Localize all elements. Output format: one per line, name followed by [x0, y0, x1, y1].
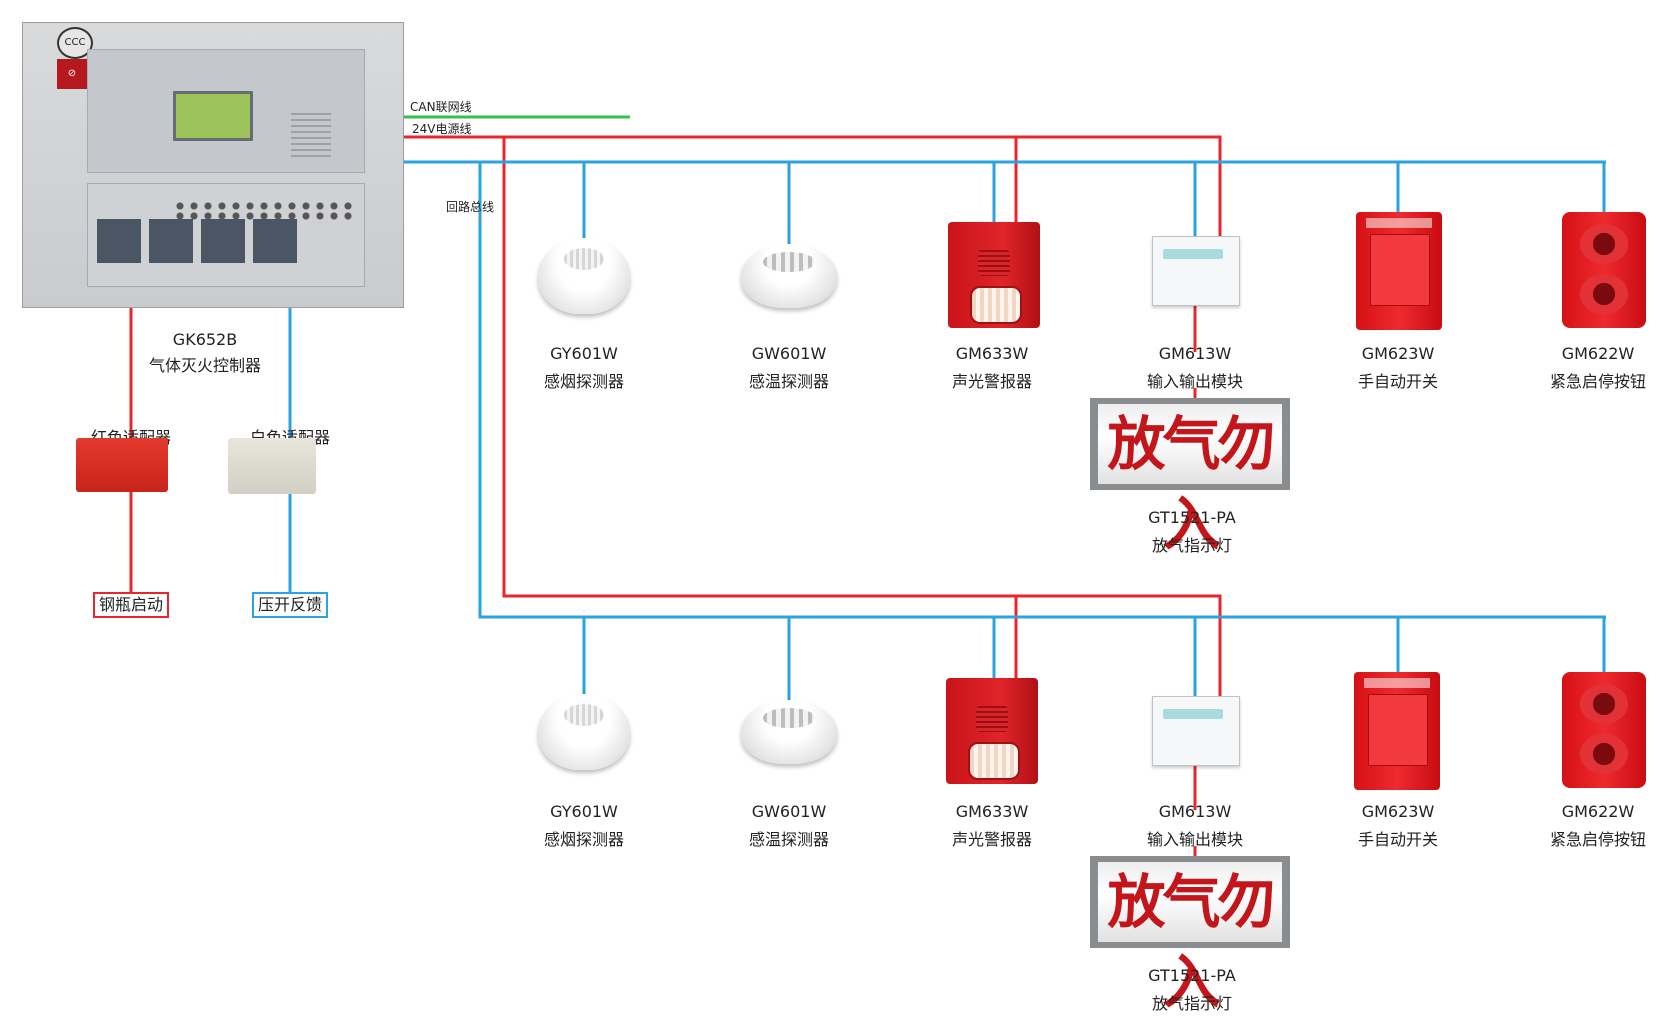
device-name: 手自动开关	[1357, 372, 1439, 391]
device-name: 紧急启停按钮	[1549, 372, 1647, 391]
loop-bus-bottom	[478, 162, 1606, 619]
manual-auto-switch-icon	[1354, 672, 1440, 790]
strobe-alarm-icon	[946, 678, 1038, 784]
device-model: GM633W	[955, 802, 1029, 821]
device-name: 输入输出模块	[1146, 372, 1244, 391]
device-model: GW601W	[751, 344, 827, 363]
indicator-name: 放气指示灯	[1151, 536, 1233, 555]
zone-panel-2	[149, 219, 193, 263]
indicator-name: 放气指示灯	[1151, 994, 1233, 1013]
power-line-main	[404, 135, 1222, 250]
device-name: 声光警报器	[951, 372, 1033, 391]
device-name: 感烟探测器	[543, 372, 625, 391]
power-line-to-bottom	[502, 137, 1222, 702]
device-model: GY601W	[550, 802, 618, 821]
strobe-alarm-icon	[948, 222, 1040, 328]
panel-lcd-screen	[173, 91, 253, 141]
indicator-model: GT1521-PA	[1148, 966, 1236, 985]
pressure-feedback-output: 压开反馈	[251, 592, 329, 618]
sign-text: 放气勿入	[1098, 404, 1282, 558]
power-line-label: 24V电源线	[412, 122, 472, 136]
speaker-grille	[291, 113, 331, 161]
ccc-logo: CCC	[57, 27, 93, 59]
zone-panel-3	[201, 219, 245, 263]
heat-detector-icon	[741, 700, 837, 764]
device-model: GM613W	[1158, 802, 1232, 821]
zone-panel-4	[253, 219, 297, 263]
device-name: 紧急启停按钮	[1549, 830, 1647, 849]
loop-line-label: 回路总线	[446, 200, 495, 214]
device-model: GM623W	[1361, 344, 1435, 363]
fire-tag-icon: ⊘	[57, 59, 87, 89]
device-model: GM622W	[1561, 802, 1635, 821]
gas-release-sign: 放气勿入	[1090, 856, 1290, 1016]
manual-auto-switch-icon	[1356, 212, 1442, 330]
red-adapter-icon	[76, 438, 168, 492]
device-model: GY601W	[550, 344, 618, 363]
device-name: 感温探测器	[748, 830, 830, 849]
controller-model: GK652B	[172, 330, 238, 349]
device-name: 声光警报器	[951, 830, 1033, 849]
device-name: 感烟探测器	[543, 830, 625, 849]
cylinder-start-output: 钢瓶启动	[92, 592, 170, 618]
smoke-detector-icon	[538, 694, 630, 770]
controller-panel: CCC ⊘ G6	[22, 22, 404, 308]
device-model: GM622W	[1561, 344, 1635, 363]
controller-name: 气体灭火控制器	[148, 356, 262, 375]
device-model: GM633W	[955, 344, 1029, 363]
io-module-icon	[1152, 696, 1240, 766]
heat-detector-icon	[741, 244, 837, 308]
device-name: 手自动开关	[1357, 830, 1439, 849]
device-name: 输入输出模块	[1146, 830, 1244, 849]
can-line-label: CAN联网线	[410, 100, 472, 114]
io-module-icon	[1152, 236, 1240, 306]
device-name: 感温探测器	[748, 372, 830, 391]
zone-panel-1	[97, 219, 141, 263]
emergency-button-icon	[1562, 672, 1646, 788]
panel-button-row	[173, 201, 353, 221]
indicator-model: GT1521-PA	[1148, 508, 1236, 527]
gas-release-sign: 放气勿入	[1090, 398, 1290, 558]
smoke-detector-icon	[538, 238, 630, 314]
device-model: GM623W	[1361, 802, 1435, 821]
white-adapter-icon	[228, 438, 316, 494]
device-model: GW601W	[751, 802, 827, 821]
emergency-button-icon	[1562, 212, 1646, 328]
device-model: GM613W	[1158, 344, 1232, 363]
sign-text: 放气勿入	[1098, 862, 1282, 1016]
